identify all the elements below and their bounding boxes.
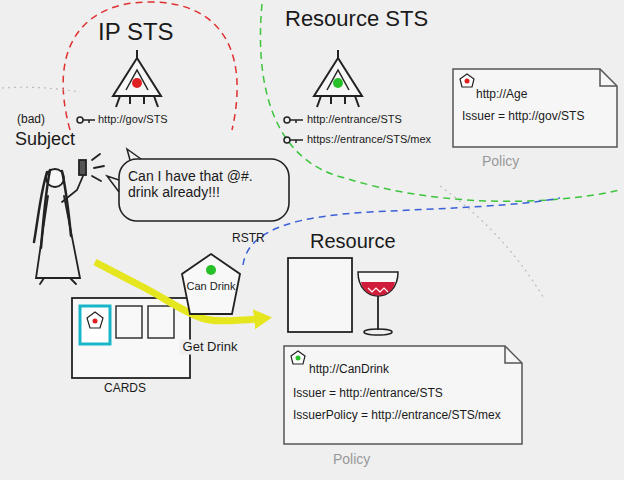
wine-glass	[358, 272, 398, 296]
node-text: https://entrance/STS/mex	[307, 133, 431, 146]
node-text: http://gov/STS	[98, 113, 168, 126]
node-text: IssuerPolicy = http://entrance/STS/mex	[293, 409, 501, 423]
sts-region: IP STS http://gov/STS	[70, 5, 232, 140]
node-heading: Resource	[310, 230, 396, 253]
red-dot	[132, 78, 142, 88]
node-text: Subject	[15, 129, 75, 150]
claim-icon	[460, 74, 474, 87]
ip-sts-boundary	[63, 2, 237, 130]
resource-region: Resource http://CanDrinkIssuer = http://e…	[270, 226, 620, 478]
node-heading: RSTR	[232, 232, 265, 246]
glass-base	[364, 329, 392, 335]
note-fold	[505, 346, 522, 363]
wine-teeth	[368, 288, 388, 292]
bubble-tail	[107, 176, 119, 192]
policy-note: http://CanDrinkIssuer = http://entrance/…	[283, 345, 523, 473]
sts-region: Resource STS http://entrance/STS https://e…	[265, 0, 620, 200]
card-holder	[72, 298, 190, 378]
faint-boundary	[440, 186, 545, 300]
node-heading: http://CanDrink	[309, 363, 389, 377]
faint-boundary	[2, 87, 80, 92]
green-dot	[333, 78, 343, 88]
node-text: Issuer = http://entrance/STS	[293, 387, 443, 401]
node-heading: IP STS	[98, 18, 174, 46]
token-outline	[180, 232, 277, 324]
wine	[361, 282, 395, 296]
node-text: Policy	[333, 451, 370, 467]
edge-label: Get Drink	[180, 340, 241, 355]
endpoint-key	[77, 117, 95, 123]
note-sheet	[284, 346, 522, 444]
node-heading: http://Age	[476, 88, 527, 102]
endpoint-key	[284, 117, 303, 123]
green-dot	[206, 265, 216, 275]
note-fold	[600, 69, 617, 86]
node-text: Policy	[482, 153, 519, 169]
sts-icon	[314, 50, 362, 107]
node-heading: (bad)	[17, 113, 45, 127]
bubble-outline	[119, 159, 289, 221]
token-pentagon	[182, 254, 240, 314]
resource-sts-boundary	[260, 4, 620, 201]
policy-note: http://AgeIssuer = http://gov/STS Policy	[452, 68, 618, 173]
card	[148, 306, 174, 338]
node-text: Issuer = http://gov/STS	[462, 110, 584, 124]
card-selector: CARDS	[70, 296, 192, 400]
claim-dot	[465, 79, 470, 84]
note-sheet	[453, 69, 617, 147]
red-dot	[93, 319, 98, 324]
sts-icon	[113, 50, 161, 107]
card-icon	[87, 312, 103, 328]
node-heading: Resource STS	[285, 6, 428, 31]
subject-figure	[34, 154, 104, 284]
glass-stem	[377, 296, 379, 330]
claim-icon	[291, 351, 305, 364]
selected-card	[80, 306, 110, 344]
node-text: Can Drink	[184, 280, 238, 293]
endpoint-key	[284, 137, 303, 143]
subject: (bad) Subject	[5, 98, 95, 283]
speech-bubble: Can I have that @#. drink already!!!	[118, 158, 290, 222]
resource-box	[288, 258, 352, 332]
node-heading: CARDS	[104, 382, 146, 396]
resource-boundary	[243, 198, 560, 265]
claim-dot	[296, 356, 301, 361]
card	[116, 306, 142, 338]
node-heading: Can I have that @#. drink already!!!	[128, 168, 278, 200]
node-text: http://entrance/STS	[307, 113, 402, 126]
token: RSTR Can Drink	[180, 232, 277, 324]
